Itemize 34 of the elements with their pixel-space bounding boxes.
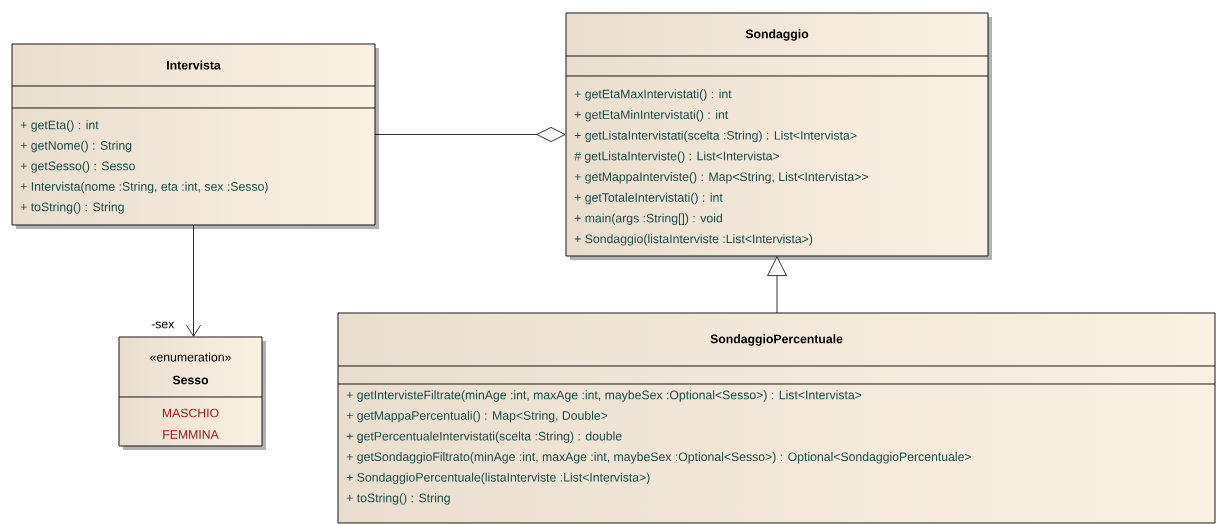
class-name: Sesso (172, 375, 209, 385)
method-signature: + getSondaggioFiltrato(minAge :int, maxAge :int, maybeSex :Optional<Sesso>) : Optional<SondaggioPercentuale> (346, 452, 971, 464)
method-signature: + toString() : String (346, 493, 450, 505)
enum-literal: FEMMINA (163, 430, 219, 439)
method-signature: + getPercentualeIntervistati(scelta :String) : double (346, 431, 622, 443)
class-box (565, 12, 992, 260)
class-name: Intervista (167, 60, 221, 70)
edge-label: -sex (151, 321, 175, 329)
method-signature: # getListaInterviste() : List<Intervista> (574, 151, 780, 163)
method-signature: + getTotaleIntervistati() : int (574, 192, 723, 205)
stereotype-label: «enumeration» (150, 352, 231, 362)
method-signature: + getMappaInterviste() : Map<String, List<Intervista>> (574, 172, 868, 184)
class-name: SondaggioPercentuale (710, 334, 843, 346)
method-signature: + SondaggioPercentuale(listaInterviste :List<Intervista>) (346, 472, 650, 485)
method-signature: + getEtaMinIntervistati() : int (574, 110, 729, 122)
aggregation-line (374, 127, 566, 142)
method-signature: + getNome() : String (20, 140, 132, 153)
method-signature: + getMappaPercentuali() : Map<String, Double> (346, 410, 608, 423)
method-signature: + getSesso() : Sesso (20, 161, 135, 173)
method-signature: + Intervista(nome :String, eta :int, sex :Sesso) (20, 181, 268, 194)
method-signature: + getEta() : int (20, 120, 99, 132)
enum-literal: MASCHIO (162, 408, 219, 418)
method-signature: + toString() : String (20, 202, 124, 214)
class-box (11, 43, 379, 229)
inheritance-arrow (767, 256, 787, 314)
arrow (186, 224, 201, 337)
method-signature: + getEtaMaxIntervistati() : int (574, 89, 732, 101)
method-signature: + Sondaggio(listaInterviste :List<Intervista>) (574, 234, 813, 246)
class-name: Sondaggio (745, 29, 809, 41)
class-box (337, 312, 1216, 524)
method-signature: + getIntervisteFiltrate(minAge :int, maxAge :int, maybeSex :Optional<Sesso>) : List<Intervista> (346, 390, 862, 402)
class-box (118, 336, 266, 450)
method-signature: + getListaIntervistati(scelta :String) : List<Intervista> (574, 130, 857, 143)
method-signature: + main(args :String[]) : void (574, 213, 722, 225)
